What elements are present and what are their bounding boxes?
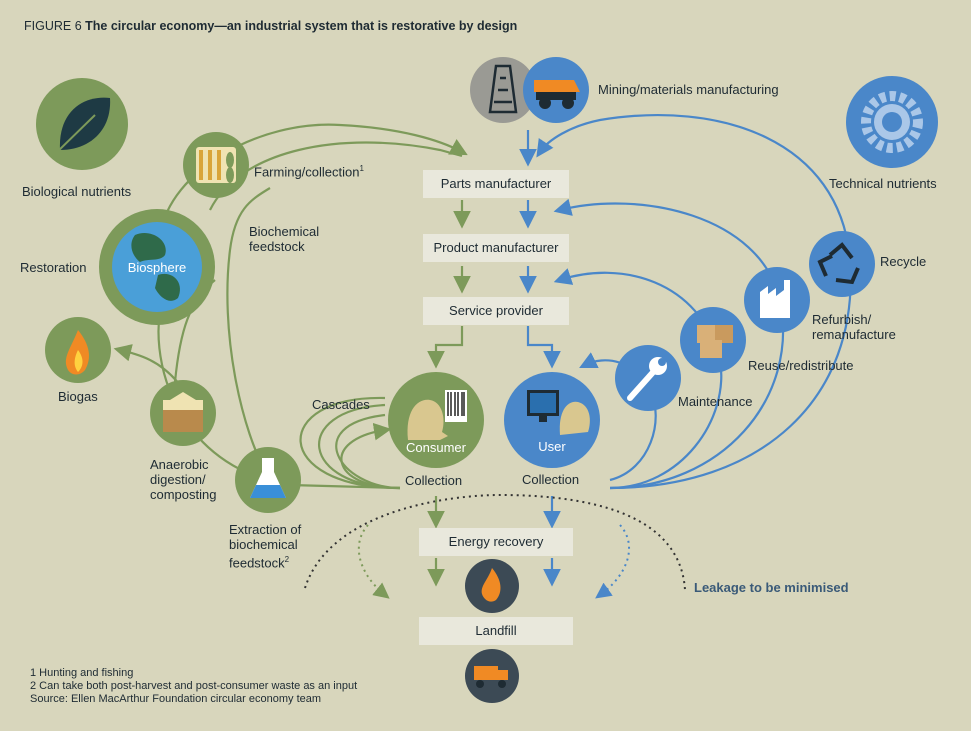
monitor-icon [527, 390, 559, 422]
farming-label: Farming/collection1 [254, 164, 364, 180]
fire-icon [465, 559, 519, 613]
technical-nutrients-label: Technical nutrients [829, 176, 937, 191]
boxes-icon [680, 307, 746, 373]
energy-recovery-box: Energy recovery [419, 528, 573, 556]
gear-icon [846, 76, 938, 168]
wheat-fish-icon [183, 132, 249, 198]
biological-nutrients-label: Biological nutrients [22, 184, 132, 199]
head-icon [407, 399, 448, 440]
biosphere-label: Biosphere [127, 260, 187, 275]
figure-title: FIGURE 6 The circular economy—an industr… [24, 19, 518, 33]
leakage-arcs [304, 493, 686, 599]
dump-truck-icon [523, 57, 589, 123]
consumer-label: Consumer [406, 440, 466, 455]
biological-flows [113, 123, 471, 587]
user-label: User [538, 439, 566, 454]
mining-label: Mining/materials manufacturing [598, 82, 779, 97]
collection-left-label: Collection [405, 473, 463, 488]
cascades-label: Cascades [312, 397, 370, 412]
landfill-box: Landfill [419, 617, 573, 645]
collection-right-label: Collection [522, 472, 580, 487]
garbage-truck-icon [465, 649, 519, 703]
restoration-label: Restoration [20, 260, 87, 275]
source-note: Source: Ellen MacArthur Foundation circu… [30, 693, 322, 705]
consumer-icon [388, 372, 484, 468]
service-provider-box: Service provider [423, 297, 569, 325]
parts-manufacturer-box: Parts manufacturer [423, 170, 569, 198]
factory-icon [744, 267, 810, 333]
recycle-icon [809, 231, 875, 297]
user-icon [504, 372, 600, 468]
recycle-label: Recycle [880, 254, 927, 269]
refurbish-label: Refurbish/remanufacture [812, 312, 896, 342]
compost-icon [150, 380, 216, 446]
globe-icon [99, 209, 215, 325]
biogas-label: Biogas [58, 389, 98, 404]
footnote-2: 2 Can take both post-harvest and post-co… [30, 680, 358, 692]
wrench-icon [615, 345, 681, 411]
oil-rig-icon [470, 57, 536, 123]
leakage-label: Leakage to be minimised [694, 580, 849, 595]
flask-icon [235, 447, 301, 513]
leaf-icon [36, 78, 128, 170]
footnote-1: 1 Hunting and fishing [30, 667, 134, 679]
flame-icon [45, 317, 111, 383]
reuse-label: Reuse/redistribute [748, 358, 854, 373]
barcode-icon [445, 390, 467, 422]
product-manufacturer-box: Product manufacturer [423, 234, 569, 262]
maintenance-label: Maintenance [678, 394, 753, 409]
